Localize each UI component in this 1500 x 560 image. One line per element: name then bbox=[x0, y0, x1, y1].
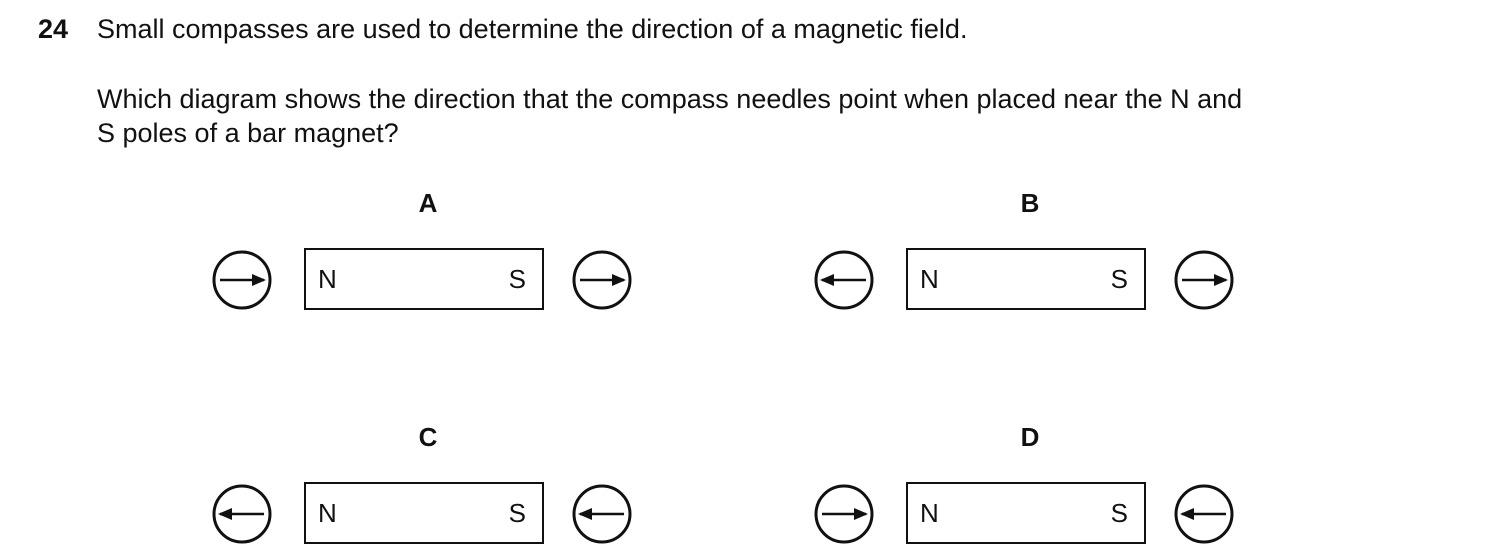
option-c[interactable]: C N S bbox=[208, 422, 648, 544]
question-prompt-line-1: Which diagram shows the direction that t… bbox=[97, 84, 1243, 114]
question-text: Small compasses are used to determine th… bbox=[97, 14, 968, 44]
bar-magnet: N S bbox=[906, 248, 1146, 310]
right-compass-icon bbox=[572, 484, 632, 544]
left-compass-icon bbox=[212, 250, 272, 310]
south-pole-label: S bbox=[1110, 498, 1128, 528]
question-prompt-line-2: S poles of a bar magnet? bbox=[97, 118, 399, 148]
needle-arrowhead bbox=[612, 274, 626, 286]
bar-magnet: N S bbox=[906, 482, 1146, 544]
option-b[interactable]: B N S bbox=[810, 188, 1250, 310]
needle-arrowhead bbox=[854, 508, 868, 520]
needle-arrowhead bbox=[252, 274, 266, 286]
south-pole-label: S bbox=[1110, 264, 1128, 294]
right-compass-icon bbox=[1174, 484, 1234, 544]
option-a[interactable]: A N S bbox=[208, 188, 648, 310]
option-label: D bbox=[1020, 422, 1040, 452]
option-label: C bbox=[418, 422, 438, 452]
bar-magnet: N S bbox=[304, 248, 544, 310]
north-pole-label: N bbox=[318, 498, 337, 528]
right-compass-icon bbox=[1174, 250, 1234, 310]
bar-magnet: N S bbox=[304, 482, 544, 544]
option-label: A bbox=[418, 188, 438, 218]
needle-arrowhead bbox=[1214, 274, 1228, 286]
option-d[interactable]: D N S bbox=[810, 422, 1250, 544]
needle-arrowhead bbox=[1180, 508, 1194, 520]
south-pole-label: S bbox=[508, 498, 526, 528]
question-prompt: Which diagram shows the direction that t… bbox=[97, 82, 1457, 150]
north-pole-label: N bbox=[920, 498, 939, 528]
left-compass-icon bbox=[212, 484, 272, 544]
south-pole-label: S bbox=[508, 264, 526, 294]
left-compass-icon bbox=[814, 484, 874, 544]
needle-arrowhead bbox=[578, 508, 592, 520]
right-compass-icon bbox=[572, 250, 632, 310]
north-pole-label: N bbox=[920, 264, 939, 294]
needle-arrowhead bbox=[218, 508, 232, 520]
option-label: B bbox=[1020, 188, 1040, 218]
needle-arrowhead bbox=[820, 274, 834, 286]
question-number: 24 bbox=[38, 14, 69, 44]
north-pole-label: N bbox=[318, 264, 337, 294]
left-compass-icon bbox=[814, 250, 874, 310]
